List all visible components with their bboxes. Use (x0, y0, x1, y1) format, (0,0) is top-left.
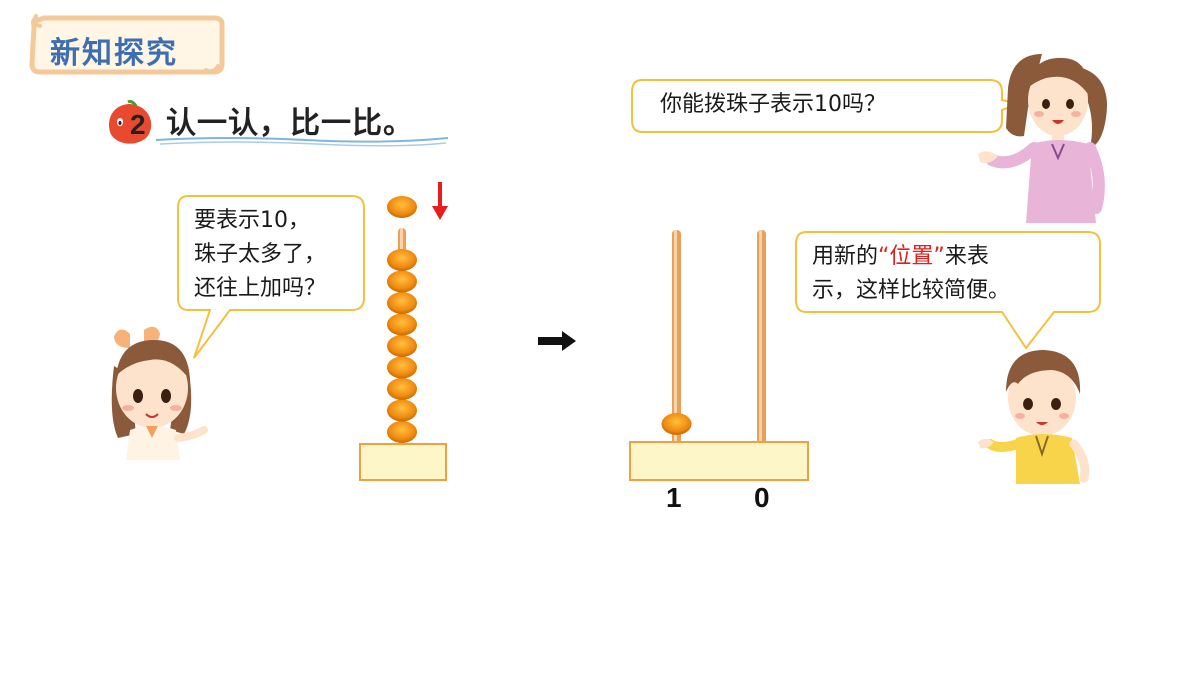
abacus-bead (387, 249, 417, 271)
title-underline (155, 134, 449, 150)
teacher-question: 你能拨珠子表示10吗？ (660, 92, 886, 117)
abacus-bead (387, 356, 417, 379)
added-bead (387, 196, 417, 218)
place-value-abacus (626, 224, 812, 484)
girl-speech-bubble: 要表示10， 珠子太多了， 还往上加吗？ (176, 194, 366, 362)
teacher-speech-bubble: 你能拨珠子表示10吗？ (630, 78, 1020, 134)
boy-illustration (976, 344, 1100, 484)
highlight-position: “位置” (878, 244, 945, 269)
girl-line-3: 还往上加吗？ (194, 276, 327, 301)
badge-title: 新知探究 (50, 36, 178, 71)
boy-line-2: 示，这样比较简便。 (812, 278, 1011, 303)
girl-line-1: 要表示10， (194, 208, 310, 233)
abacus-bead (387, 399, 417, 422)
single-rod-abacus (356, 180, 456, 484)
problem-title: 认一认，比一比。 (166, 106, 414, 141)
abacus-bead (387, 313, 417, 336)
boy-line-1: 用新的“位置”来表 (812, 240, 989, 274)
ones-place-label: 0 (754, 482, 770, 513)
abacus-bead (387, 421, 417, 443)
boy-speech-bubble: 用新的“位置”来表 示，这样比较简便。 (794, 230, 1102, 352)
arrow-right-icon (536, 330, 578, 352)
abacus-bead (387, 335, 417, 357)
boy-line-1-prefix: 用新的 (812, 244, 879, 269)
abacus-base (359, 443, 447, 481)
tens-bead (661, 413, 692, 435)
teacher-illustration (972, 48, 1122, 223)
badge-frame (29, 14, 225, 75)
girl-line-2: 珠子太多了， (194, 242, 327, 267)
abacus-bead (387, 378, 417, 400)
problem-number-icon: 2 (104, 100, 156, 148)
abacus-bead (387, 270, 417, 293)
tens-place-label: 1 (666, 482, 682, 513)
section-badge: 新知探究 (28, 14, 226, 76)
boy-line-1-suffix: 来表 (944, 244, 989, 269)
abacus-base (629, 441, 809, 481)
girl-illustration (100, 326, 210, 460)
problem-number: 2 (130, 109, 146, 140)
abacus-bead (387, 292, 417, 314)
arrow-down-icon (432, 182, 448, 220)
